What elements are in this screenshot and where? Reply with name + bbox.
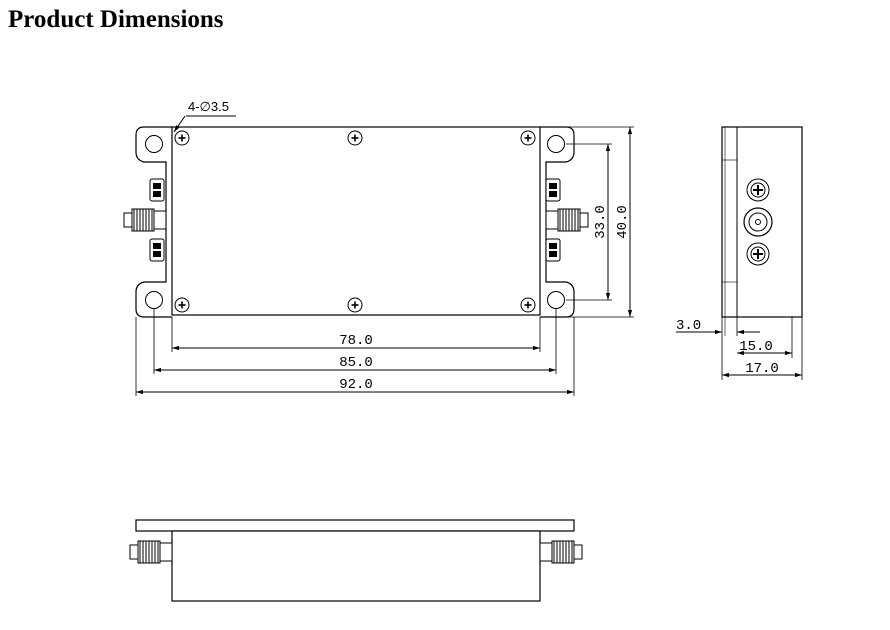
- front-view: [129, 519, 583, 602]
- dim-33: 33.0: [593, 205, 609, 239]
- mounting-hole: [145, 291, 163, 309]
- sma-connector-right: [539, 540, 583, 564]
- dim-15: 15.0: [739, 339, 773, 355]
- front-view-flange: [135, 519, 575, 532]
- dim-92: 92.0: [339, 377, 373, 393]
- screw-icon: [174, 130, 190, 146]
- connector-clamp: [149, 178, 165, 202]
- connector-clamp: [149, 238, 165, 262]
- dim-3: 3.0: [676, 318, 701, 334]
- sma-connector-left: [129, 540, 173, 564]
- mounting-hole: [547, 291, 565, 309]
- housing-body: [171, 126, 541, 316]
- dim-85: 85.0: [339, 355, 373, 371]
- sma-connector-right: [545, 208, 589, 232]
- screw-icon: [520, 297, 536, 313]
- screw-icon: [347, 297, 363, 313]
- connector-clamp: [545, 238, 561, 262]
- mounting-hole: [547, 135, 565, 153]
- screw-icon: [347, 130, 363, 146]
- screw-icon: [174, 297, 190, 313]
- screw-icon: [520, 130, 536, 146]
- side-view: 3.0 15.0 17.0: [676, 126, 803, 380]
- dim-78: 78.0: [339, 333, 373, 349]
- dim-40: 40.0: [615, 205, 631, 239]
- connector-clamp: [545, 178, 561, 202]
- page-title: Product Dimensions: [8, 6, 224, 33]
- hole-callout: 4-∅3.5: [188, 99, 229, 114]
- top-view: 4-∅3.5 78.0 85.0 92.0 33.0 40.0: [123, 99, 634, 396]
- front-view-body: [171, 530, 541, 602]
- sma-connector-left: [123, 208, 167, 232]
- mounting-hole: [145, 135, 163, 153]
- dim-17: 17.0: [745, 361, 779, 377]
